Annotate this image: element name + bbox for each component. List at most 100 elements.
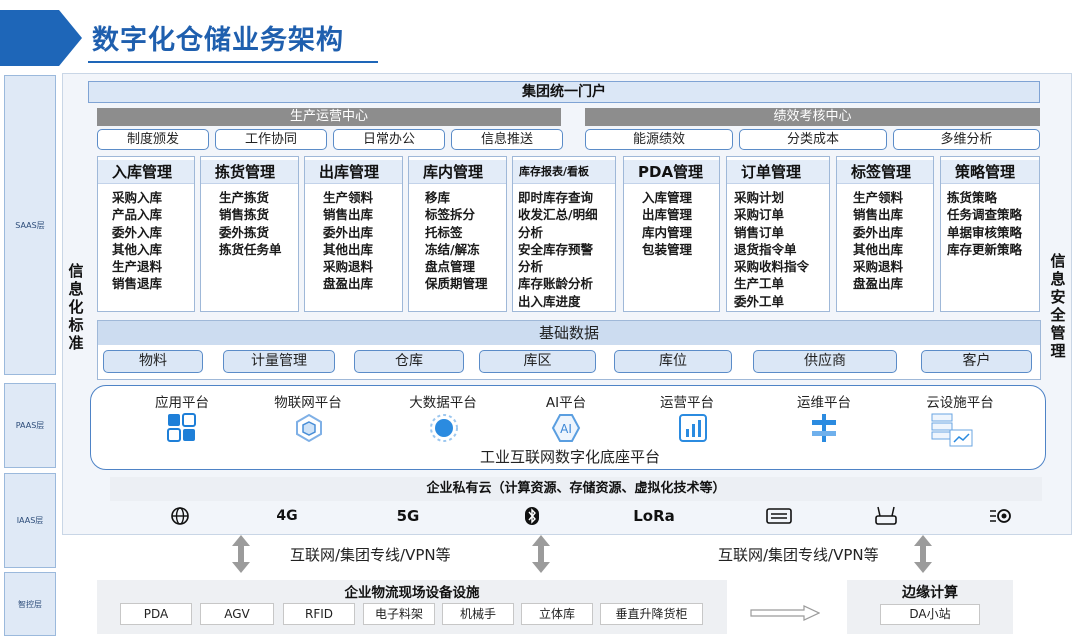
module-item: 退货指令单	[734, 241, 797, 257]
module-title: 库存报表/看板	[513, 160, 615, 184]
title-banner-shape	[0, 10, 82, 66]
module-item: 拣货任务单	[219, 241, 282, 257]
side-label-left: 信息化标准	[68, 262, 84, 352]
module-item: 采购计划	[734, 190, 785, 205]
module-item: 安全库存预警	[518, 241, 594, 257]
double-arrow-icon	[914, 535, 932, 573]
module-item: 销售退库	[112, 276, 163, 292]
module-item: 拣货策略	[947, 190, 998, 205]
module-item: 生产工单	[734, 276, 785, 292]
app-platform-icon	[167, 413, 196, 442]
maintenance-platform-icon	[812, 414, 836, 442]
module-item: 包装管理	[642, 241, 693, 257]
module-reports: 库存报表/看板 即时库存查询 收发汇总/明细 分析 安全库存预警 分析 库存账龄…	[512, 156, 616, 312]
module-item: 托标签	[425, 224, 463, 240]
module-item: 冻结/解冻	[425, 241, 480, 257]
platform-label-app: 应用平台	[155, 395, 209, 411]
sub-button-policy: 制度颁发	[97, 129, 209, 150]
private-cloud-bar: 企业私有云（计算资源、存储资源、虚拟化技术等）	[110, 477, 1042, 501]
basic-item-measure: 计量管理	[223, 350, 335, 373]
right-arrow-icon	[750, 605, 820, 621]
module-strategy: 策略管理 拣货策略 任务调查策略 单据审核策略 库存更新策略	[940, 156, 1040, 312]
basic-item-material: 物料	[103, 350, 203, 373]
module-picking: 拣货管理 生产拣货 销售拣货 委外拣货 拣货任务单	[200, 156, 299, 312]
performance-center-header: 绩效考核中心	[585, 108, 1040, 126]
module-item: 出入库进度	[518, 293, 581, 309]
device-item-rfid: RFID	[283, 603, 355, 625]
module-item: 出库管理	[642, 207, 693, 223]
module-item: 采购入库	[112, 190, 163, 205]
module-item: 收发汇总/明细	[518, 207, 598, 223]
platform-label-ai: AI平台	[545, 395, 587, 411]
device-facilities-title: 企业物流现场设备设施	[344, 585, 480, 601]
side-label-right: 信息安全管理	[1050, 252, 1066, 360]
module-title: 出库管理	[305, 160, 402, 184]
module-title: 策略管理	[941, 160, 1039, 184]
basic-data-header: 基础数据	[98, 321, 1040, 345]
platform-label-maint: 运维平台	[797, 395, 851, 411]
platform-label-ops: 运营平台	[660, 395, 714, 411]
sub-button-analysis: 多维分析	[893, 129, 1040, 150]
device-item-shelf: 电子料架	[363, 603, 435, 625]
bluetooth-icon	[525, 507, 539, 525]
sub-button-office: 日常办公	[333, 129, 445, 150]
production-center-header: 生产运营中心	[97, 108, 561, 126]
module-item: 销售出库	[853, 207, 904, 223]
module-item: 其他出库	[853, 241, 904, 257]
module-item: 分析	[518, 224, 544, 240]
ai-platform-icon: AI	[551, 414, 581, 442]
module-item: 委外出库	[853, 224, 904, 240]
module-item: 其他入库	[112, 241, 163, 257]
paas-footer-label: 工业互联网数字化底座平台	[479, 448, 660, 466]
module-item: 其他出库	[323, 241, 374, 257]
sensor-icon	[990, 509, 1011, 523]
double-arrow-icon	[232, 535, 250, 573]
module-item: 单据审核策略	[947, 224, 1023, 240]
module-title: 标签管理	[837, 160, 933, 184]
module-title: PDA管理	[624, 160, 719, 184]
network-link-label-right: 互联网/集团专线/VPN等	[718, 546, 879, 564]
router-icon	[875, 506, 897, 525]
edge-computing-title: 边缘计算	[902, 585, 958, 601]
module-labels: 标签管理 生产领料 销售出库 委外出库 其他出库 采购退料 盘盈出库	[836, 156, 934, 312]
module-item: 生产拣货	[219, 190, 270, 205]
module-pda: PDA管理 入库管理 出库管理 库内管理 包装管理	[623, 156, 720, 312]
module-item: 委外入库	[112, 224, 163, 240]
device-item-asrs: 立体库	[521, 603, 593, 625]
basic-item-location: 库位	[614, 350, 732, 373]
module-item: 即时库存查询	[518, 190, 594, 205]
network-5g: 5G	[396, 507, 420, 525]
ops-platform-icon	[679, 414, 707, 442]
module-item: 盘盈出库	[853, 276, 904, 292]
basic-item-warehouse: 仓库	[354, 350, 464, 373]
device-item-robot-arm: 机械手	[442, 603, 514, 625]
bigdata-platform-icon	[430, 414, 458, 442]
module-item: 委外工单	[734, 293, 785, 309]
edge-item-da-station: DA小站	[880, 604, 980, 625]
sub-button-cost: 分类成本	[739, 129, 887, 150]
sub-button-push: 信息推送	[451, 129, 563, 150]
module-item: 销售出库	[323, 207, 374, 223]
module-item: 生产退料	[112, 259, 163, 275]
globe-icon	[171, 507, 189, 525]
module-item: 盘点管理	[425, 259, 476, 275]
module-item: 库存账龄分析	[518, 276, 594, 292]
module-item: 任务调查策略	[947, 207, 1023, 223]
device-item-agv: AGV	[200, 603, 274, 625]
module-inventory: 库内管理 移库 标签拆分 托标签 冻结/解冻 盘点管理 保质期管理	[408, 156, 507, 312]
switch-icon	[766, 508, 792, 524]
group-portal-bar: 集团统一门户	[88, 81, 1040, 103]
module-item: 生产领料	[323, 190, 374, 205]
device-item-pda: PDA	[120, 603, 192, 625]
module-item: 移库	[425, 190, 451, 205]
module-title: 入库管理	[98, 160, 194, 184]
module-item: 采购收料指令	[734, 259, 810, 275]
platform-label-iot: 物联网平台	[274, 395, 342, 411]
network-lora: LoRa	[633, 507, 675, 525]
basic-item-customer: 客户	[921, 350, 1032, 373]
layer-tag-control: 智控层	[4, 572, 56, 636]
basic-item-supplier: 供应商	[753, 350, 897, 373]
page-title: 数字化仓储业务架构	[92, 25, 344, 56]
module-item: 采购退料	[853, 259, 904, 275]
module-inbound: 入库管理 采购入库 产品入库 委外入库 其他入库 生产退料 销售退库	[97, 156, 195, 312]
